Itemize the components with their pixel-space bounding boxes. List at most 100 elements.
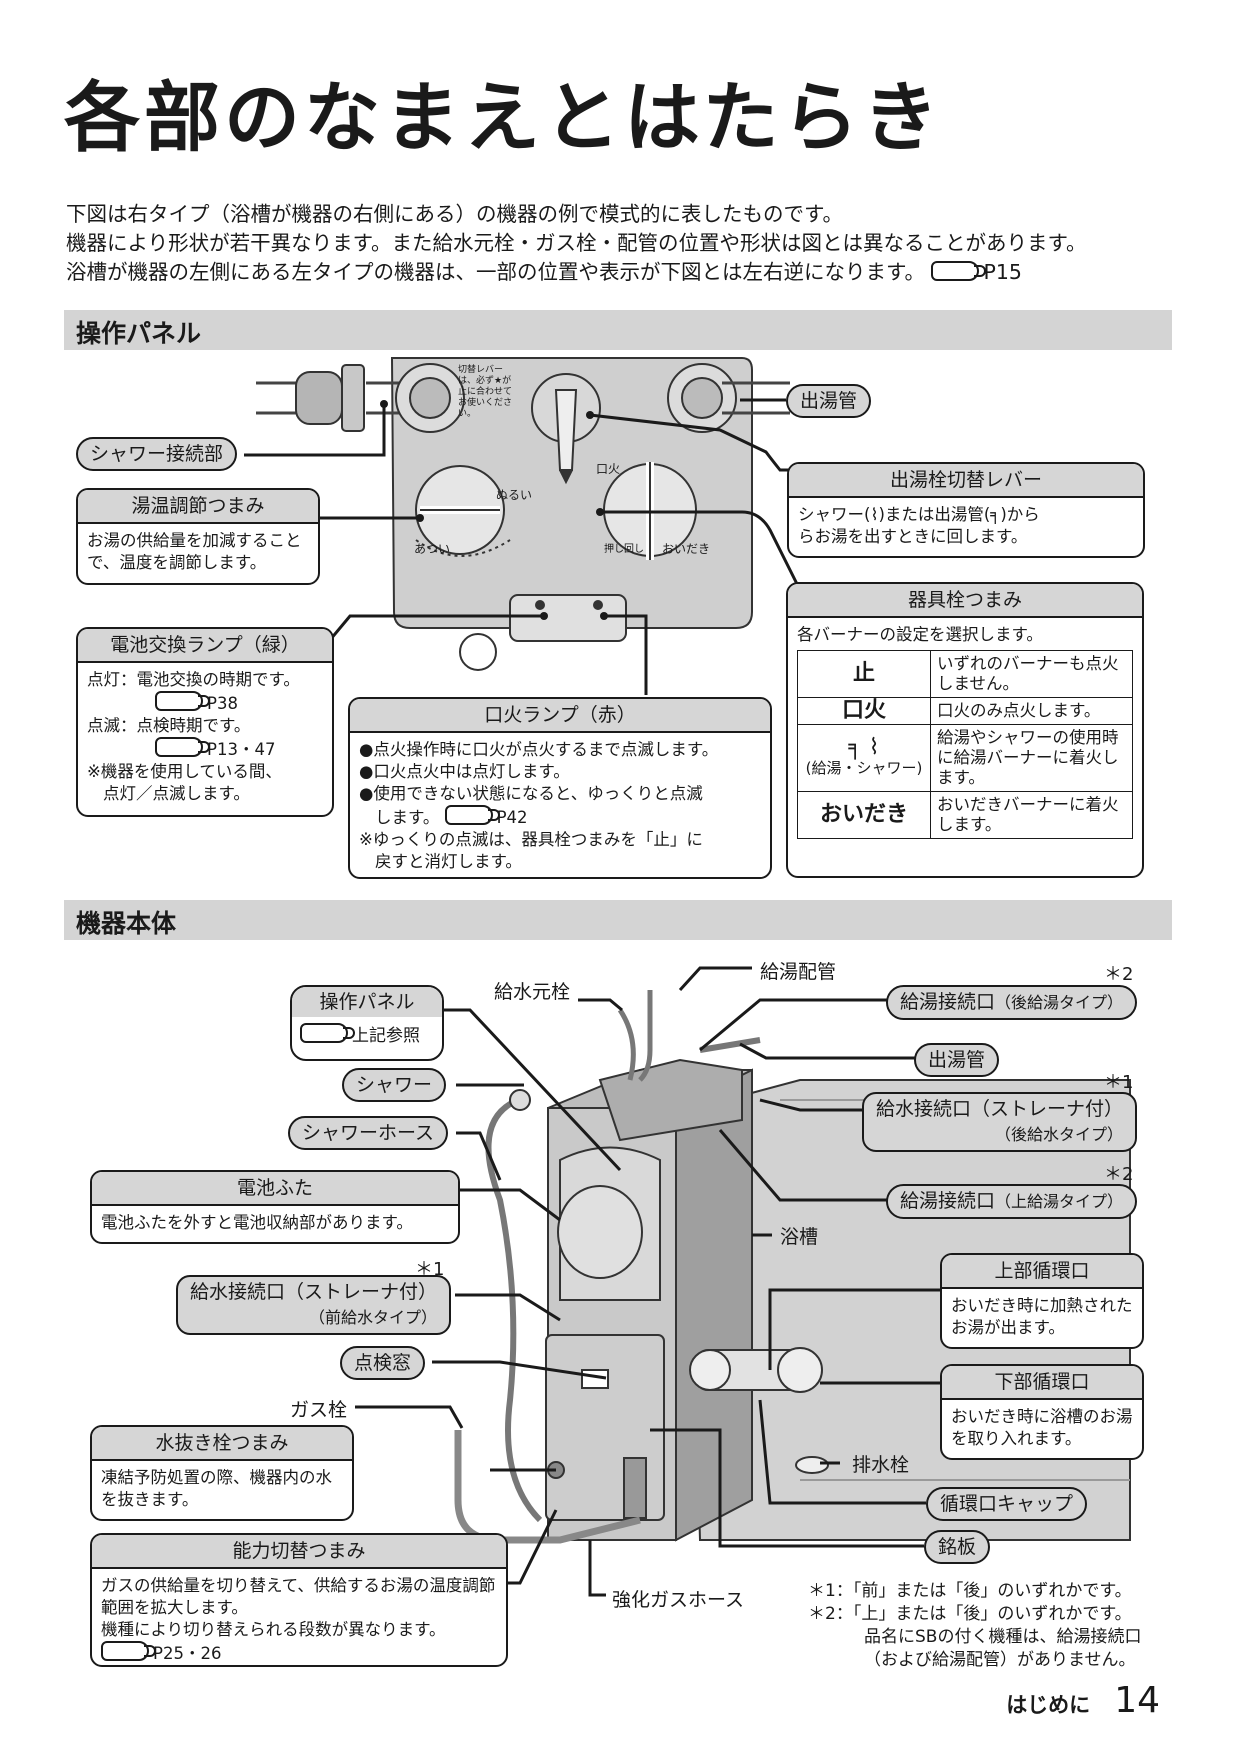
lower-circ-title: 下部循環口 — [942, 1366, 1142, 1400]
footnote-4: （および給湯配管）がありません。 — [864, 1650, 1136, 1670]
box-pilot-lamp: 口火ランプ（赤） ●点火操作時に口火が点火するまで点滅します。 ●口火点火中は点… — [348, 697, 772, 879]
kigusen-key-pilot: 口火 — [797, 697, 931, 725]
kyuto-back-sub: （後給湯タイプ） — [995, 993, 1124, 1012]
kigusen-table: 止いずれのバーナーも点火しません。 口火口火のみ点火します。 ╕ ⌇(給湯・シャ… — [797, 650, 1133, 839]
kyuto-top-title: 給湯接続口 — [900, 1190, 996, 1212]
battery-lamp-ref-1: P38 — [87, 691, 323, 715]
battery-lamp-line-1: 点灯：電池交換の時期です。 — [87, 670, 300, 689]
label-yokuso: 浴槽 — [780, 1226, 819, 1248]
panel-label-kuchibi: 口火 — [596, 462, 621, 476]
leader-dots-panel — [380, 400, 608, 620]
faucet-icon: ╕ — [990, 505, 1001, 524]
kigusen-key-kyuto-text: (給湯・シャワー) — [805, 759, 923, 777]
panel-label-oidaki: おいだき — [662, 542, 711, 556]
callout-shower-connection: シャワー接続部 — [76, 437, 238, 471]
hand-pointer-icon — [300, 1023, 355, 1043]
kigusen-intro: 各バーナーの設定を選択します。 — [797, 625, 1043, 644]
hand-pointer-icon — [444, 805, 500, 825]
section-title-panel: 操作パネル — [76, 319, 202, 348]
kyusui-back-title: 給水接続口（ストレーナ付） — [876, 1098, 1124, 1120]
table-row: ╕ ⌇(給湯・シャワー) 給湯やシャワーの使用時に給湯バーナーに着火します。 — [797, 724, 1133, 792]
battery-lamp-line-4: 点灯／点滅します。 — [103, 784, 250, 803]
capacity-title: 能力切替つまみ — [92, 1535, 506, 1569]
star-2-back: ＊2 — [1104, 964, 1134, 985]
panel-ref-title: 操作パネル — [292, 987, 442, 1017]
battery-ref-p13: P13・47 — [207, 740, 276, 759]
box-lever-body: シャワー(⌇)または出湯管(╕)から らお湯を出すときに回します。 — [789, 498, 1143, 554]
kigusen-desc-kyuto: 給湯やシャワーの使用時に給湯バーナーに着火します。 — [930, 724, 1133, 792]
drain-knob-body: 凍結予防処置の際、機器内の水を抜きます。 — [101, 1468, 332, 1509]
panel-label-nurui: ぬるい — [496, 488, 533, 502]
page-footer: はじめに 14 — [1006, 1680, 1160, 1721]
box-yuon-body: お湯の供給量を加減することで、温度を調節します。 — [87, 531, 302, 572]
callout-kyusui-front: 給水接続口（ストレーナ付） （前給水タイプ） — [176, 1275, 452, 1335]
kyusui-front-title: 給水接続口（ストレーナ付） — [190, 1281, 438, 1303]
label-kyuto-haikan: 給湯配管 — [760, 961, 837, 983]
hand-pointer-icon — [155, 737, 210, 757]
footnote-1: ＊1：「前」または「後」のいずれかです。 — [808, 1581, 1132, 1601]
intro-text: 下図は右タイプ（浴槽が機器の右側にある）の機器の例で模式的に表したものです。 機… — [66, 200, 1087, 287]
pilot-lamp-line-4-text: します。 — [375, 808, 440, 827]
table-row: おいだきおいだきバーナーに着火します。 — [797, 791, 1133, 839]
panel-label-atsui: あつい — [414, 542, 451, 556]
box-lower-circ: 下部循環口 おいだき時に浴槽のお湯を取り入れます。 — [940, 1364, 1144, 1460]
kigusen-key-stop: 止 — [797, 650, 931, 698]
kyusui-back-sub: （後給水タイプ） — [995, 1125, 1124, 1144]
box-drain-knob: 水抜き栓つまみ 凍結予防処置の際、機器内の水を抜きます。 — [90, 1425, 354, 1521]
section-title-body: 機器本体 — [76, 909, 177, 938]
kigusen-key-oidaki: おいだき — [797, 791, 931, 839]
section-header-body: 機器本体 — [64, 900, 1172, 940]
callout-deyukan: 出湯管 — [786, 384, 872, 418]
panel-label-oshitoshi: 押し回し — [604, 544, 644, 555]
intro-line-2: 機器により形状が若干異なります。また給水元栓・ガス栓・配管の位置や形状は図とは異… — [66, 231, 1087, 255]
pilot-lamp-line-2: ●口火点火中は点灯します。 — [359, 762, 570, 781]
control-panel-illustration — [256, 357, 790, 671]
star-1-front: ＊1 — [415, 1259, 445, 1280]
footnotes: ＊1：「前」または「後」のいずれかです。 ＊2：「上」または「後」のいずれかです… — [808, 1580, 1141, 1672]
shower-icon: ⌇ — [870, 505, 879, 524]
section-header-panel: 操作パネル — [64, 310, 1172, 350]
capacity-ref-text: P25・26 — [153, 1644, 222, 1663]
hand-pointer-icon — [155, 691, 210, 711]
star-1-back: ＊1 — [1104, 1072, 1134, 1093]
callout-shower-hose: シャワーホース — [288, 1116, 449, 1150]
lever-body-4: らお湯を出すときに回します。 — [798, 527, 1028, 546]
table-row: 止いずれのバーナーも点火しません。 — [797, 650, 1133, 698]
footer-section-label: はじめに — [1006, 1693, 1091, 1717]
box-battery-lamp-body: 点灯：電池交換の時期です。 P38 点滅：点検時期です。 P13・47 ※機器を… — [78, 663, 332, 811]
callout-cap: 循環口キャップ — [926, 1487, 1088, 1521]
box-upper-circ: 上部循環口 おいだき時に加熱されたお湯が出ます。 — [940, 1253, 1144, 1349]
kyuto-back-title: 給湯接続口 — [900, 991, 996, 1013]
leader-lines-panel — [244, 398, 802, 695]
intro-line-3: 浴槽が機器の左側にある左タイプの機器は、一部の位置や表示が下図とは左右逆になりま… — [66, 258, 1087, 287]
callout-kyuto-top: 給湯接続口（上給湯タイプ） — [886, 1184, 1138, 1219]
capacity-ref: P25・26 — [101, 1641, 497, 1665]
pilot-lamp-line-1: ●点火操作時に口火が点火するまで点滅します。 — [359, 740, 719, 759]
footnote-2: ＊2：「上」または「後」のいずれかです。 — [808, 1604, 1132, 1624]
kyuto-top-sub: （上給湯タイプ） — [995, 1192, 1124, 1211]
box-panel-ref: 操作パネル 上記参照 — [290, 985, 444, 1061]
pilot-lamp-line-5: ※ゆっくりの点滅は、器具栓つまみを「止」に — [359, 830, 703, 849]
lower-circ-body: おいだき時に浴槽のお湯を取り入れます。 — [951, 1407, 1133, 1448]
battery-ref-p38: P38 — [207, 694, 238, 713]
capacity-body: ガスの供給量を切り替えて、供給するお湯の温度調節範囲を拡大します。 機種により切… — [92, 1569, 506, 1665]
box-pilot-lamp-title: 口火ランプ（赤） — [350, 699, 770, 733]
label-gas-valve: ガス栓 — [290, 1399, 348, 1421]
label-kyusui-motosen: 給水元栓 — [494, 981, 571, 1003]
kyusui-front-sub: （前給水タイプ） — [309, 1308, 438, 1327]
panel-small-note: 切替レバーは、必ず★が止に合わせてお使いください。 — [458, 365, 513, 419]
page-title: 各部のなまえとはたらき — [64, 73, 943, 162]
label-haisui: 排水栓 — [852, 1454, 910, 1476]
box-kigusen-body: 各バーナーの設定を選択します。 止いずれのバーナーも点火しません。 口火口火のみ… — [788, 618, 1142, 845]
footnote-3: 品名にSBの付く機種は、給湯接続口 — [864, 1627, 1142, 1647]
box-kigusen-knob: 器具栓つまみ 各バーナーの設定を選択します。 止いずれのバーナーも点火しません。… — [786, 582, 1144, 878]
box-battery-lamp: 電池交換ランプ（緑） 点灯：電池交換の時期です。 P38 点滅：点検時期です。 … — [76, 627, 334, 817]
box-yuon-knob: 湯温調節つまみ お湯の供給量を加減することで、温度を調節します。 — [76, 488, 320, 585]
lever-body-1: シャワー( — [798, 505, 871, 524]
battery-cover-title: 電池ふた — [92, 1172, 458, 1206]
drain-knob-title: 水抜き栓つまみ — [92, 1427, 352, 1461]
faucet-shower-icon: ╕ ⌇ — [848, 735, 880, 760]
page-number: 14 — [1114, 1680, 1160, 1721]
table-row: 口火口火のみ点火します。 — [797, 697, 1133, 725]
kigusen-desc-oidaki: おいだきバーナーに着火します。 — [930, 791, 1133, 839]
